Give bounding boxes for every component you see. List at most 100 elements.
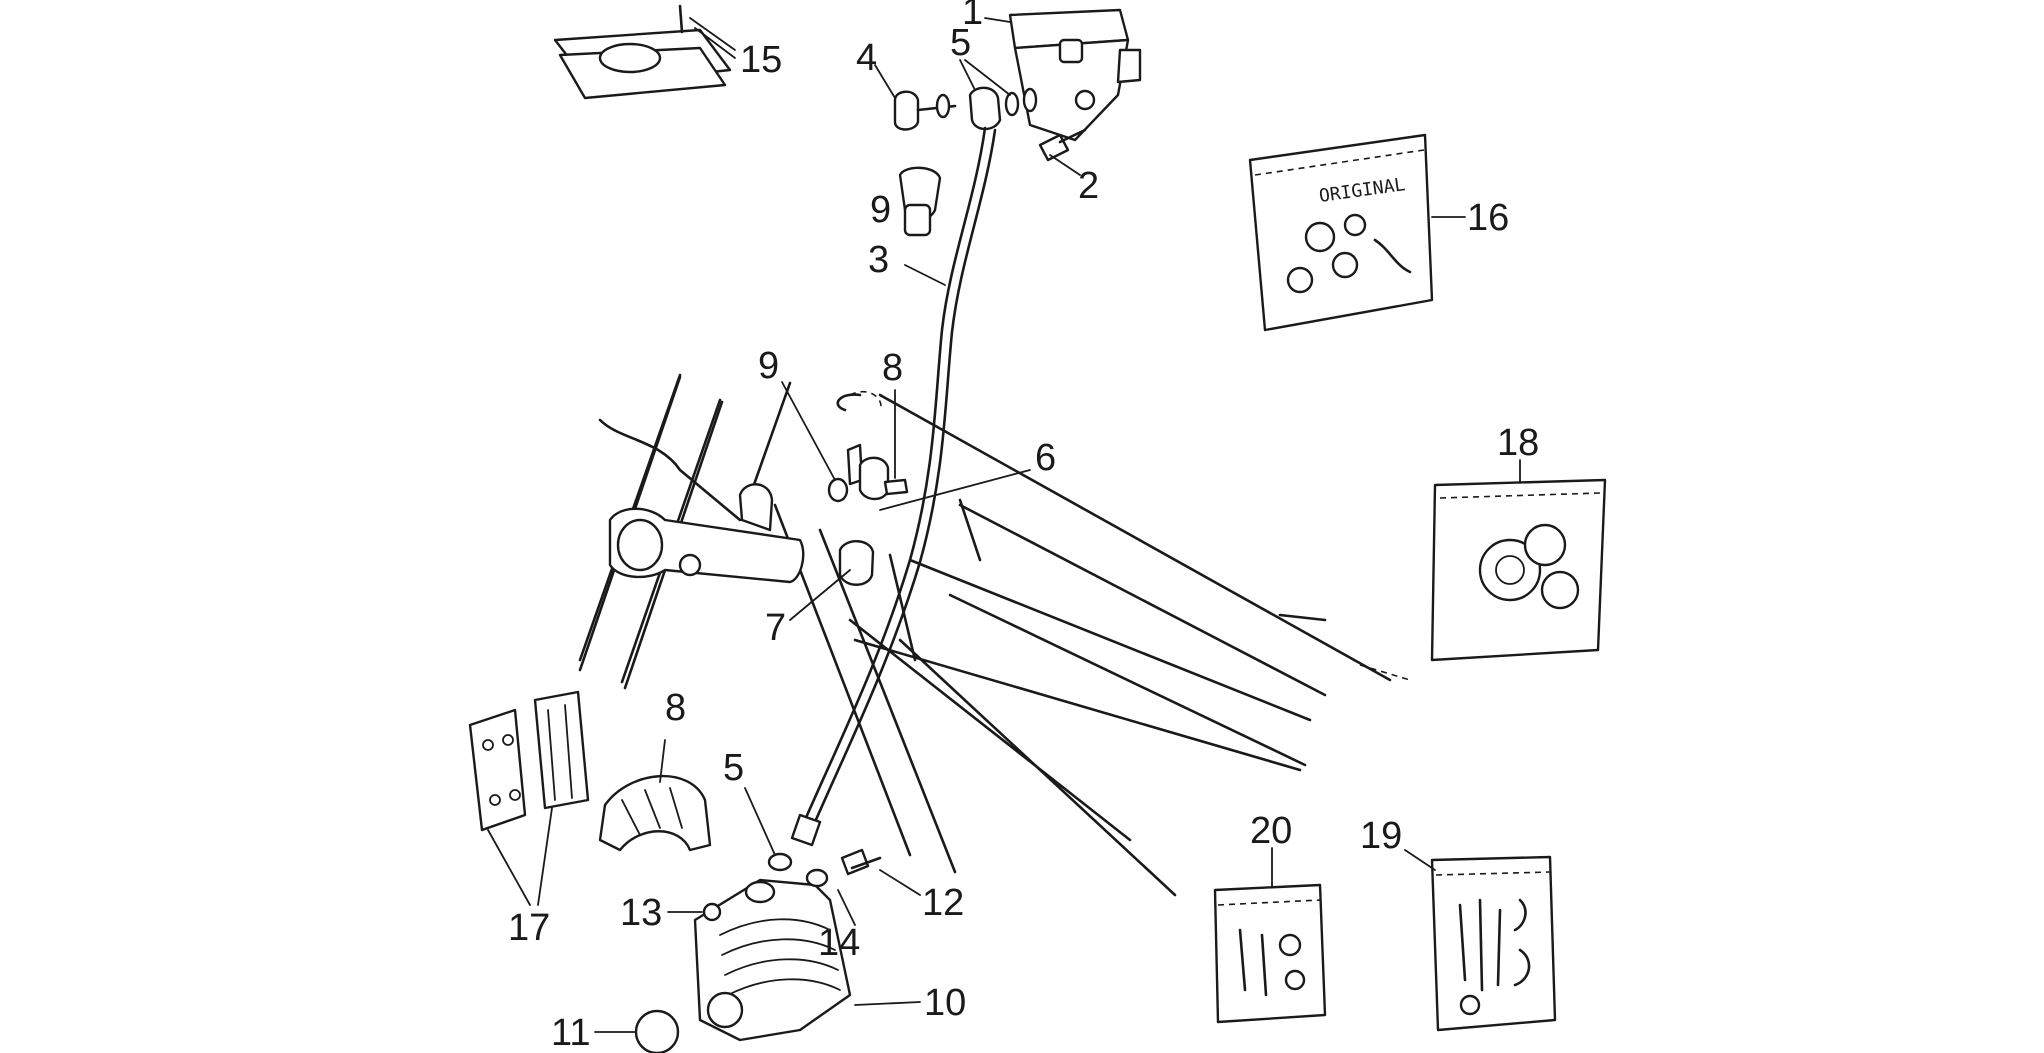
callout-5-lower: 5 [723, 747, 744, 789]
callout-20: 20 [1250, 810, 1292, 852]
part-6-clamp [858, 456, 890, 501]
leader-3 [904, 264, 946, 286]
grommet-top-stem [903, 203, 932, 237]
part-11-cap [594, 1009, 680, 1053]
leader-15a [689, 17, 736, 51]
callout-labels: 1 2 3 4 5 5 6 7 8 8 9 9 10 11 12 13 14 1… [508, 0, 1539, 1053]
bag-19-outline [1430, 855, 1557, 1032]
part-12-bolt-shank [850, 856, 882, 870]
part-5-washer-lower [767, 852, 793, 872]
part-16-seal-kit-bag: ORIGINAL [1248, 133, 1466, 332]
frame-top-dashed [849, 390, 882, 411]
bag-16-outline [1248, 133, 1434, 332]
banjo-bolt-head [893, 90, 920, 131]
part-20-bolt-kit-bag [1213, 847, 1327, 1024]
callout-8-lower: 8 [665, 687, 686, 729]
washer-top-b [1004, 91, 1020, 117]
bag-16-spring [1373, 238, 1412, 274]
cover-screw [678, 4, 684, 34]
part-3-brake-hose [790, 126, 997, 847]
screw-shank [1058, 128, 1087, 144]
part-8-mid-bolt [883, 478, 909, 496]
callout-3: 3 [868, 239, 889, 281]
brake-hose-line-b [813, 128, 997, 824]
part-9-grommet-top [898, 166, 942, 237]
callout-19: 19 [1360, 815, 1402, 857]
leader-12 [879, 869, 921, 896]
banjo-fitting-top [968, 86, 1002, 131]
bag-18-seal [1439, 492, 1601, 499]
caliper-bleed-boss [744, 880, 776, 904]
leader-19 [1404, 849, 1436, 871]
callout-14: 14 [818, 922, 860, 964]
part-17-brake-pads [468, 690, 590, 906]
brake-pad-plate [468, 708, 527, 832]
part-9-mid-grommet [827, 477, 849, 503]
fork-brace-collar [616, 518, 664, 572]
bag-20-outline [1213, 883, 1327, 1024]
callout-10: 10 [924, 982, 966, 1024]
frame-short-strut [958, 498, 982, 562]
part-4-banjo-bolt-top [874, 59, 1038, 131]
frame-top-rail-b [958, 503, 1327, 697]
washer-top-a [935, 93, 951, 119]
callout-15: 15 [740, 39, 782, 81]
fork-brace-bracket [738, 483, 774, 532]
part-13-bleed-screw [702, 902, 722, 922]
fork-bend [598, 418, 742, 522]
leader-5b [744, 787, 776, 856]
leader-15b [694, 27, 736, 59]
callout-11: 11 [551, 1012, 590, 1053]
leader-2 [1049, 154, 1081, 176]
bag-20-washer-b [1284, 969, 1306, 991]
callout-1: 1 [962, 0, 983, 33]
leader-9b [781, 381, 836, 481]
callout-17: 17 [508, 907, 550, 949]
hose-guide-assembly [781, 381, 1031, 621]
pad-hole-a [482, 739, 494, 751]
frame-stub-dashed [1359, 664, 1411, 681]
leader-14 [837, 889, 856, 926]
master-cylinder-port [1058, 38, 1084, 64]
master-cylinder-outlet [1074, 89, 1096, 111]
bag-19-clips [1513, 898, 1531, 987]
caliper-fin-d [727, 978, 841, 996]
frame-top-rail-a [878, 393, 1392, 682]
frame-brace-a [848, 618, 1132, 842]
frame-tubes [578, 373, 1411, 897]
part-1-master-cylinder [984, 8, 1142, 142]
part-7-bushing [838, 540, 875, 586]
callout-12: 12 [922, 882, 964, 924]
bag-16-seal-d [1331, 251, 1359, 279]
pad-groove-a [547, 709, 556, 801]
part-10-brake-caliper [693, 878, 921, 1042]
washer-top-c [1022, 87, 1038, 113]
fork-brace-clamp [608, 507, 805, 584]
bag-16-seal-c [1286, 266, 1314, 294]
callout-7: 7 [765, 607, 786, 649]
leader-5a-1 [959, 59, 976, 91]
leader-17b [537, 807, 553, 906]
pad-spring-rib-c [669, 787, 683, 829]
callout-8-mid: 8 [882, 347, 903, 389]
pad-spring-rib-b [644, 789, 661, 829]
caliper-piston-port [706, 991, 744, 1029]
bag-16-seal-b [1343, 213, 1367, 237]
part-14-washer [805, 868, 829, 888]
cover-diaphragm [598, 42, 662, 74]
callout-9-mid: 9 [758, 345, 779, 387]
part-2-screw [1038, 128, 1087, 176]
caliper-fin-a [719, 918, 831, 936]
part-8-pad-spring [598, 739, 712, 852]
frame-brace-b [898, 638, 1177, 897]
frame-top-hook [836, 393, 862, 412]
master-cylinder-lever-mount [1116, 48, 1142, 84]
pad-hole-b [502, 734, 514, 746]
bag-20-bolts [1238, 928, 1268, 997]
caliper-fin-b [721, 938, 836, 956]
brake-hose-line-a [803, 126, 987, 822]
pad-groove-b [564, 704, 573, 799]
callout-16: 16 [1467, 197, 1509, 239]
master-cylinder-body [1013, 38, 1130, 142]
